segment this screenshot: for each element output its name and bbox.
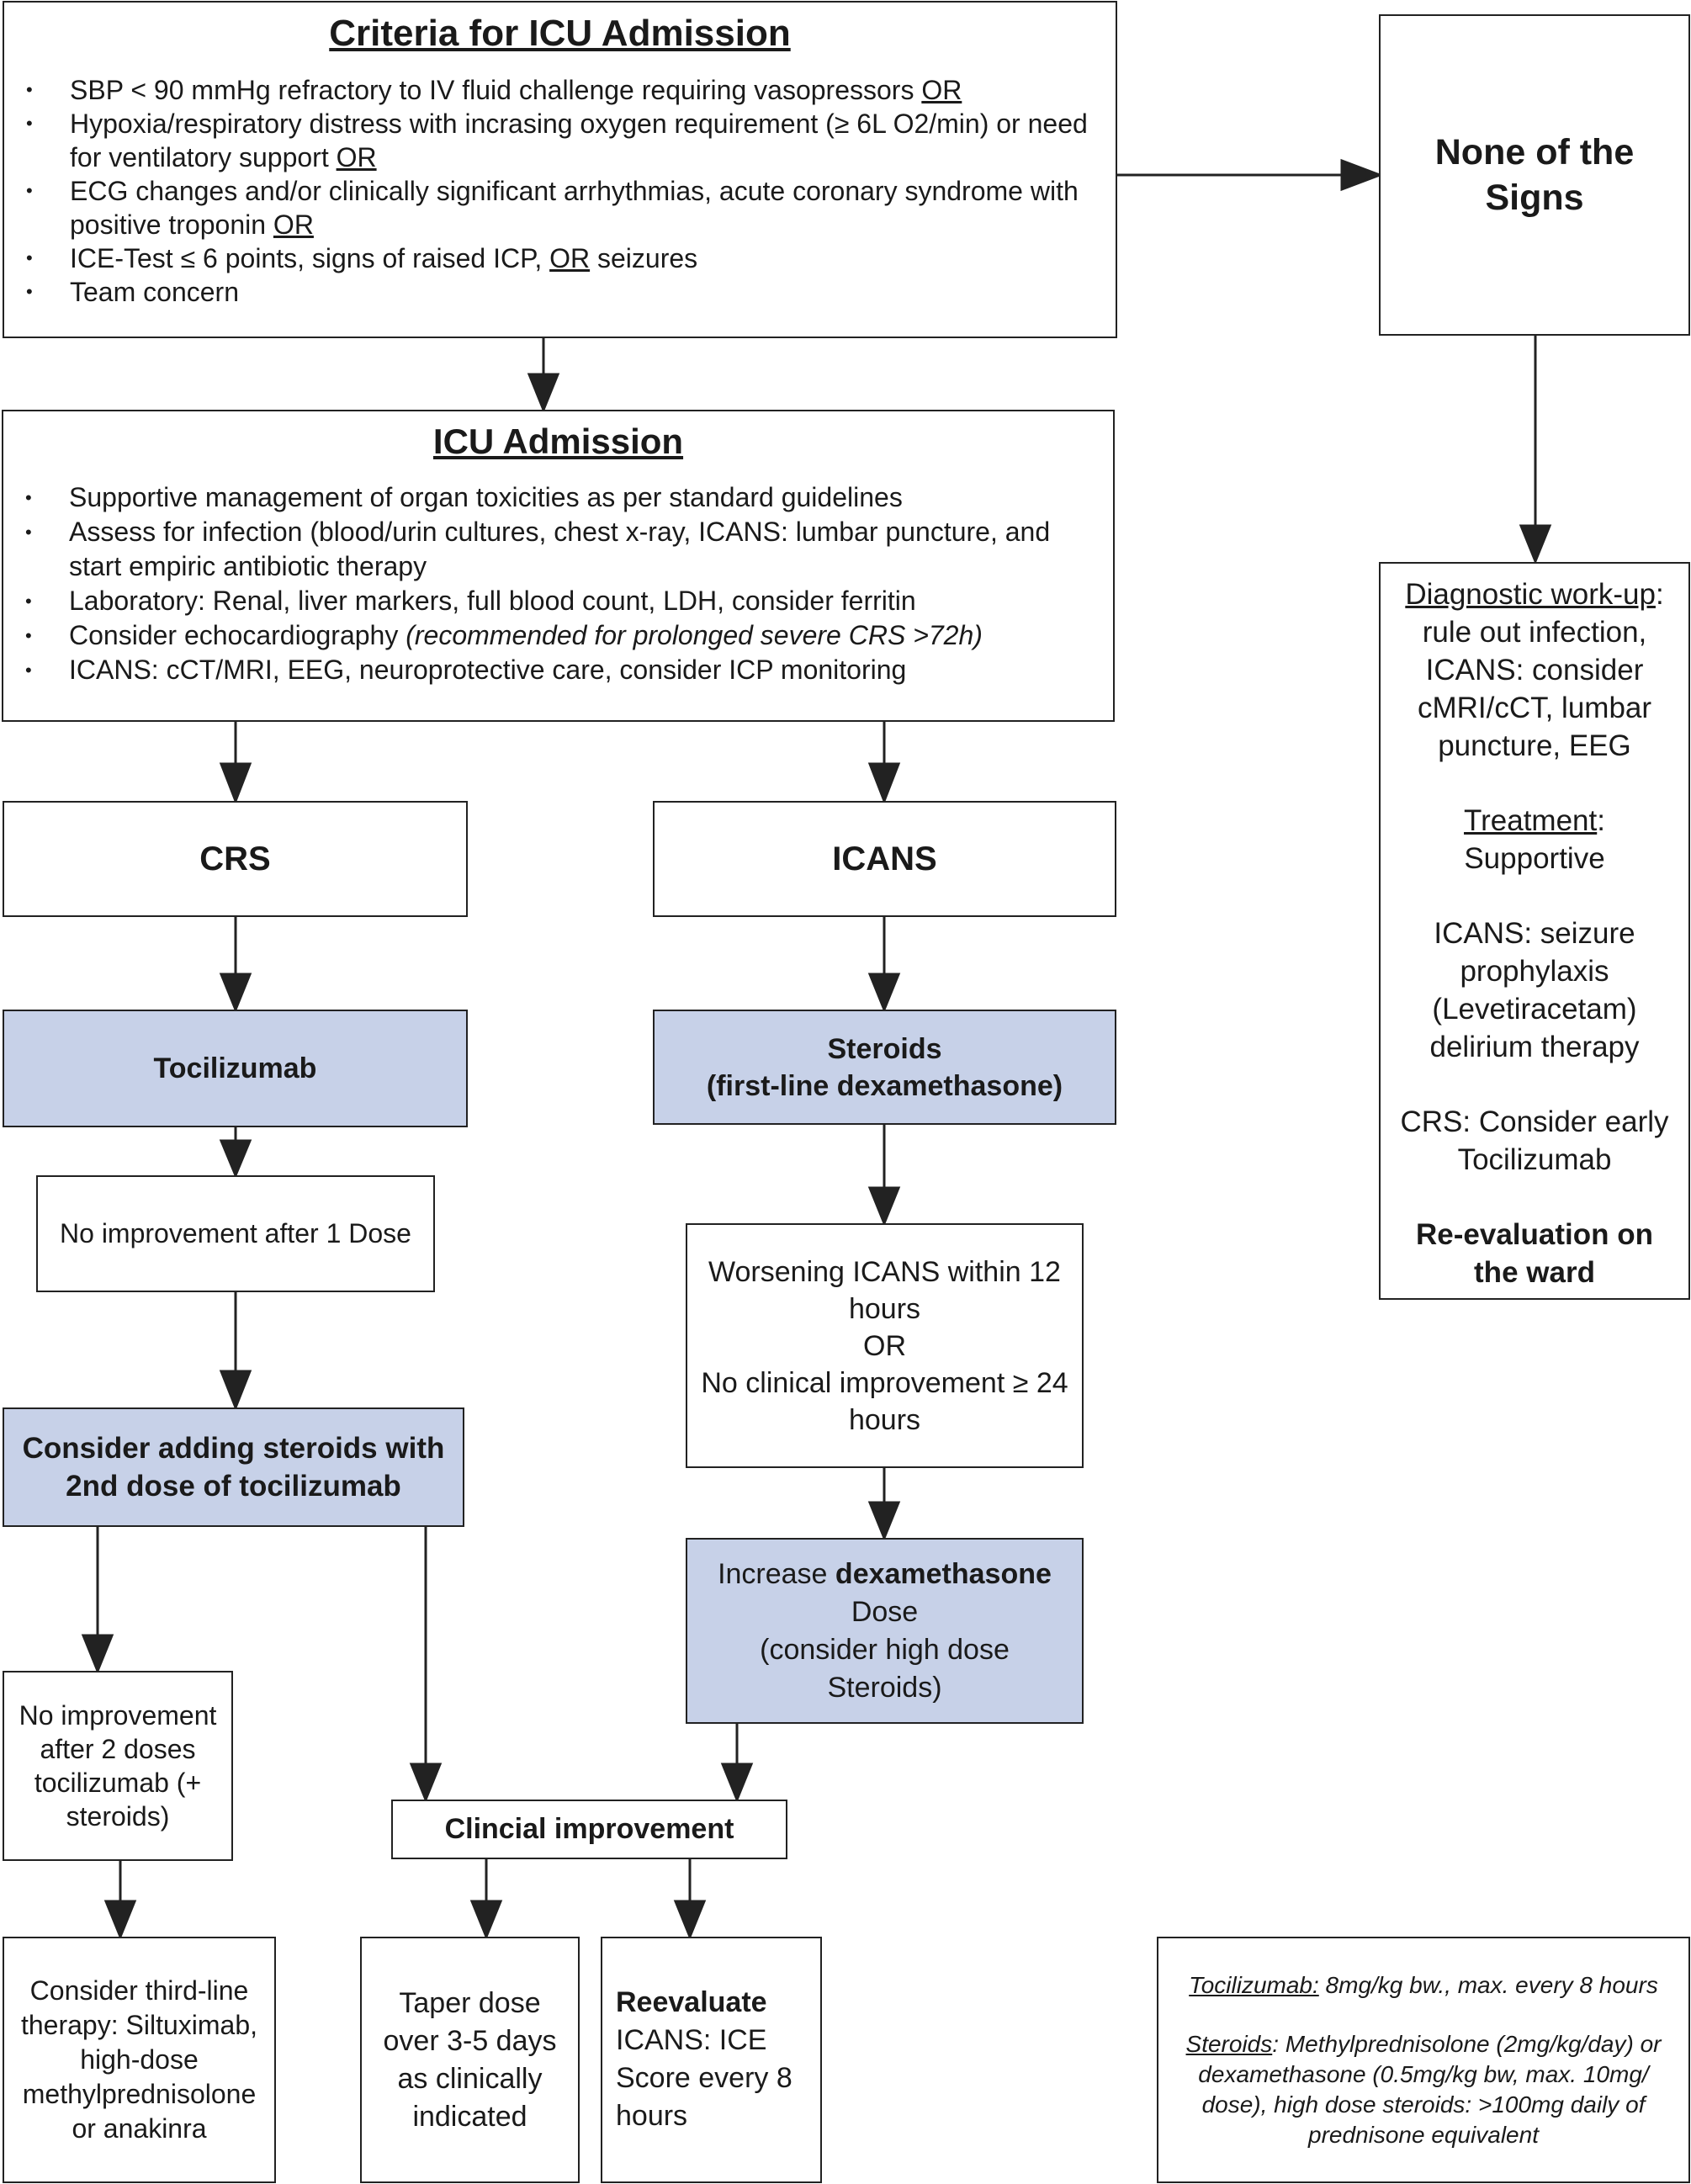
criteria-title: Criteria for ICU Admission: [329, 13, 791, 54]
icu-admission-box: ICU Admission Supportive management of o…: [2, 410, 1115, 722]
diagnostic-workup: Diagnostic work-up: rule out infection, …: [1405, 578, 1664, 762]
none-of-signs-text: None of the Signs: [1434, 132, 1635, 218]
icu-admission-title: ICU Admission: [432, 421, 684, 461]
icans-box: ICANS: [653, 801, 1116, 917]
reevaluate-title: Reevaluate: [616, 1986, 767, 2018]
tocilizumab-box: Tocilizumab: [3, 1010, 468, 1127]
worsening-line3: No clinical improvement ≥ 24 hours: [701, 1366, 1068, 1436]
diagnostic-reeval: Re-evaluation on the ward: [1416, 1218, 1653, 1289]
diagnostic-treatment: Treatment: Supportive: [1464, 804, 1605, 875]
third-line-text: Consider third-line therapy: Siltuximab,…: [20, 1975, 257, 2144]
reevaluate-box: Reevaluate ICANS: ICE Score every 8 hour…: [601, 1937, 822, 2183]
icu-item: Laboratory: Renal, liver markers, full b…: [12, 584, 1105, 618]
no-improvement-2-box: No improvement after 2 doses tocilizumab…: [3, 1671, 233, 1861]
increase-dex-box: Increase dexamethasone Dose (consider hi…: [686, 1538, 1084, 1724]
none-of-signs-box: None of the Signs: [1379, 14, 1690, 336]
criteria-box: Criteria for ICU Admission SBP < 90 mmHg…: [3, 1, 1117, 338]
diagnostic-crs: CRS: Consider early Tocilizumab: [1400, 1105, 1669, 1176]
steroids-line1: Steroids: [827, 1032, 942, 1065]
criteria-item: ECG changes and/or clinically significan…: [13, 174, 1107, 241]
increase-dex-main: Increase dexamethasone Dose: [718, 1557, 1052, 1628]
icu-item: Consider echocardiography (recommended f…: [12, 618, 1105, 653]
icu-item: Supportive management of organ toxicitie…: [12, 480, 1105, 515]
steroids-box: Steroids (first-line dexamethasone): [653, 1010, 1116, 1125]
no-improvement-2-text: No improvement after 2 doses tocilizumab…: [19, 1700, 217, 1831]
reevaluate-text: ICANS: ICE Score every 8 hours: [616, 2024, 792, 2132]
criteria-item: ICE-Test ≤ 6 points, signs of raised ICP…: [13, 241, 1107, 275]
no-improvement-1-box: No improvement after 1 Dose: [36, 1175, 435, 1292]
footnote-box: Tocilizumab: 8mg/kg bw., max. every 8 ho…: [1157, 1937, 1690, 2183]
clinical-improvement-text: Clincial improvement: [444, 1813, 734, 1845]
increase-dex-paren: (consider high dose Steroids): [760, 1633, 1010, 1704]
criteria-item: Team concern: [13, 275, 1107, 309]
footnote-tocilizumab: Tocilizumab: 8mg/kg bw., max. every 8 ho…: [1189, 1972, 1658, 1998]
no-improvement-1-text: No improvement after 1 Dose: [60, 1218, 411, 1248]
criteria-item: Hypoxia/respiratory distress with incras…: [13, 107, 1107, 174]
worsening-icans-box: Worsening ICANS within 12 hours OR No cl…: [686, 1223, 1084, 1468]
worsening-line1: Worsening ICANS within 12 hours: [708, 1255, 1061, 1325]
tocilizumab-label: Tocilizumab: [153, 1052, 317, 1084]
consider-steroids-text: Consider adding steroids with 2nd dose o…: [22, 1432, 445, 1503]
consider-steroids-box: Consider adding steroids with 2nd dose o…: [3, 1407, 464, 1527]
crs-label: CRS: [199, 840, 271, 877]
footnote-steroids: Steroids: Methylprednisolone (2mg/kg/day…: [1185, 2031, 1662, 2148]
icans-label: ICANS: [832, 840, 937, 877]
worsening-line2: OR: [863, 1329, 906, 1362]
taper-text: Taper dose over 3-5 days as clinically i…: [383, 1986, 557, 2133]
diagnostic-icans: ICANS: seizure prophylaxis (Levetiraceta…: [1429, 917, 1640, 1063]
clinical-improvement-box: Clincial improvement: [391, 1800, 787, 1859]
steroids-line2: (first-line dexamethasone): [706, 1069, 1063, 1102]
icu-item: Assess for infection (blood/urin culture…: [12, 515, 1105, 584]
criteria-list: SBP < 90 mmHg refractory to IV fluid cha…: [13, 73, 1107, 309]
crs-box: CRS: [3, 801, 468, 917]
criteria-item: SBP < 90 mmHg refractory to IV fluid cha…: [13, 73, 1107, 107]
third-line-box: Consider third-line therapy: Siltuximab,…: [3, 1937, 276, 2183]
diagnostic-box: Diagnostic work-up: rule out infection, …: [1379, 562, 1690, 1300]
icu-item: ICANS: cCT/MRI, EEG, neuroprotective car…: [12, 653, 1105, 687]
icu-admission-list: Supportive management of organ toxicitie…: [12, 480, 1105, 687]
taper-box: Taper dose over 3-5 days as clinically i…: [360, 1937, 580, 2183]
